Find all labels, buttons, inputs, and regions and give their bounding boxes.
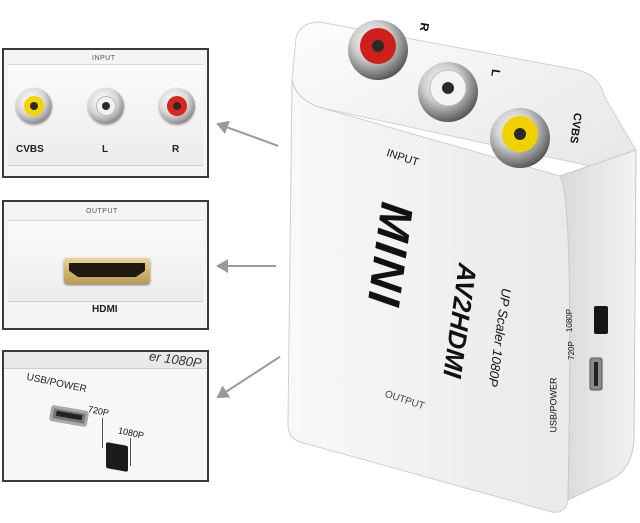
hdmi-label: HDMI xyxy=(92,304,118,315)
device-jack-cvbs xyxy=(490,108,550,168)
input-inset-panel: INPUT CVBS L R xyxy=(2,48,209,178)
device-jack-l xyxy=(418,62,478,122)
power-panel-edge xyxy=(4,352,207,369)
hdmi-port xyxy=(64,258,150,284)
output-inset-panel: OUTPUT HDMI xyxy=(2,200,209,330)
cvbs-label: CVBS xyxy=(16,144,44,155)
arrow-to-output xyxy=(216,259,276,273)
switch-guide-lines xyxy=(102,418,103,448)
output-panel-face xyxy=(8,220,203,302)
input-caption: INPUT xyxy=(92,55,116,62)
l-jack xyxy=(88,88,124,124)
cvbs-jack xyxy=(16,88,52,124)
r-label: R xyxy=(172,144,180,155)
device-jack-r xyxy=(348,20,408,80)
device-resolution-switch xyxy=(594,306,608,334)
device-jack-r-label: R xyxy=(416,21,432,33)
device-720p-label: 720P xyxy=(566,341,576,360)
l-label: L xyxy=(102,144,109,155)
power-inset-panel: er 1080P USB/POWER 720P 1080P xyxy=(2,350,209,482)
device-1080p-label: 1080P xyxy=(565,308,575,333)
r-jack xyxy=(159,88,195,124)
output-caption: OUTPUT xyxy=(86,208,118,215)
device-usb-label: USB/POWER xyxy=(548,377,559,433)
